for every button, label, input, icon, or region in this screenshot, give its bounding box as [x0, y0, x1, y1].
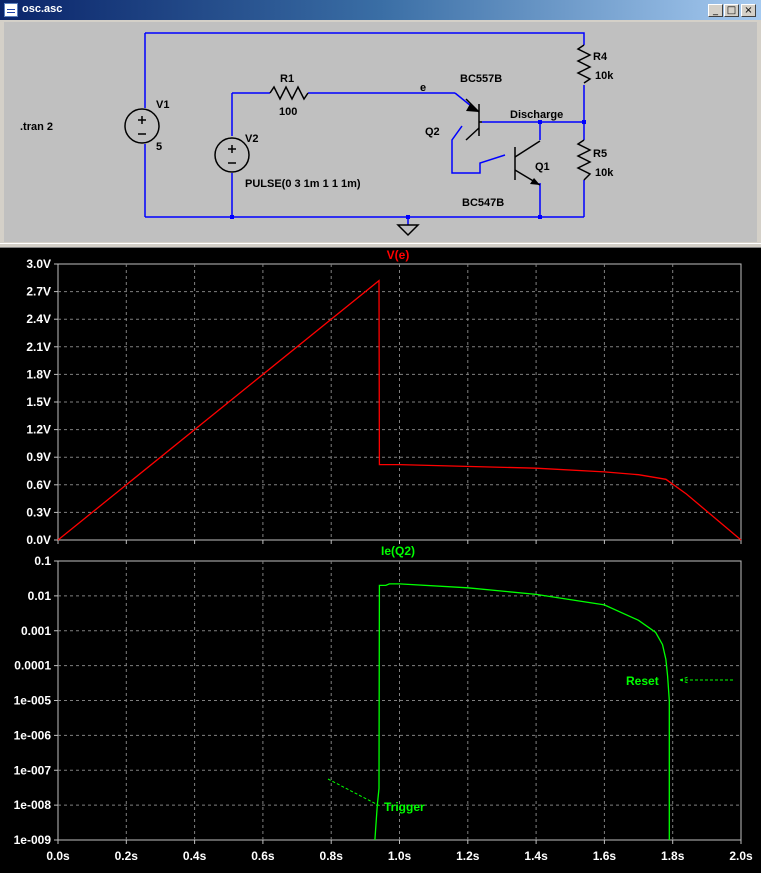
components — [124, 44, 592, 237]
plot2-data-point — [669, 839, 670, 840]
window-title: osc.asc — [22, 3, 63, 15]
v1-value[interactable]: 5 — [156, 141, 162, 153]
plot2-data-point — [374, 839, 375, 840]
plot1-y-tick-label: 0.0V — [26, 533, 51, 547]
discharge-label[interactable]: Discharge — [510, 109, 563, 121]
trigger-label: Trigger — [384, 800, 425, 814]
minimize-button[interactable]: _ — [708, 4, 723, 17]
plot1-data-point — [378, 280, 379, 281]
plot1-title[interactable]: V(e) — [387, 248, 410, 262]
plot2-y-tick-label: 0.001 — [21, 624, 51, 638]
schematic-svg: .tran 2 V1 5 V2 PULSE(0 3 1m 1 1 1m) R1 … — [20, 32, 614, 237]
wires — [144, 32, 585, 225]
waveform-svg: 0.0V 0.3V 0.6V 0.9V 1.2V 1.5V 1.8V 2.1V 2.4V 2.7V… — [14, 248, 753, 863]
trigger-annotation: Trigger — [327, 778, 425, 814]
plot1-data-point — [686, 493, 687, 494]
arrowheads — [466, 104, 540, 185]
plot2-data-point — [467, 587, 468, 588]
plot1-y-tick-label: 2.4V — [26, 312, 51, 326]
plot1-y-tick-label: 1.2V — [26, 423, 51, 437]
plot1-data-point — [399, 464, 400, 465]
x-tick-label: 0.6s — [251, 849, 275, 863]
plot2-data-point — [385, 585, 386, 586]
r5-label[interactable]: R5 — [593, 148, 607, 160]
pane-splitter[interactable] — [0, 243, 761, 248]
r5-value[interactable]: 10k — [595, 167, 614, 179]
plot2-y-tick-label: 0.1 — [34, 554, 51, 568]
plot2-y-tick-label: 1e-009 — [14, 833, 52, 847]
x-tick-label: 0.2s — [115, 849, 139, 863]
plot1-data-point — [57, 539, 58, 540]
v1-label[interactable]: V1 — [156, 99, 169, 111]
plot2-title[interactable]: Ie(Q2) — [381, 544, 415, 558]
plot2-data-point — [665, 659, 666, 660]
reset-label: Reset — [626, 674, 659, 688]
x-tick-label: 0.4s — [183, 849, 207, 863]
plot2-data-point — [389, 583, 390, 584]
plot1-y-tick-label: 1.8V — [26, 367, 51, 381]
plot1-data-point — [379, 464, 380, 465]
r4-label[interactable]: R4 — [593, 51, 608, 63]
plot2-y-tick-label: 0.0001 — [14, 659, 51, 673]
schematic-canvas[interactable]: .tran 2 V1 5 V2 PULSE(0 3 1m 1 1 1m) R1 … — [4, 22, 757, 242]
q2-model[interactable]: BC557B — [460, 73, 502, 85]
plot2-trace-ieq2[interactable] — [374, 583, 670, 841]
plot1-data-point — [604, 471, 605, 472]
plot2-y-tick-label: 1e-006 — [14, 728, 52, 742]
plot1-trace-ve[interactable] — [57, 279, 742, 541]
maximize-button[interactable]: □ — [724, 4, 739, 17]
net-e-label[interactable]: e — [420, 82, 426, 94]
window-titlebar[interactable]: osc.asc _ □ × — [0, 0, 761, 20]
plot1-data-point — [536, 468, 537, 469]
plot2-data-point — [378, 788, 379, 789]
schematic-file-icon — [4, 3, 18, 17]
q1-model[interactable]: BC547B — [462, 197, 504, 209]
plot2-data-point — [655, 632, 656, 633]
plot1-y-tick-label: 3.0V — [26, 257, 51, 271]
plot2-data-point — [536, 594, 537, 595]
plot1-y-tick-label: 0.6V — [26, 478, 51, 492]
x-tick-label: 0.8s — [320, 849, 344, 863]
q1-label[interactable]: Q1 — [535, 161, 550, 173]
r1-value[interactable]: 100 — [279, 106, 297, 118]
x-tick-label: 1.6s — [593, 849, 617, 863]
plot1-data-point — [740, 539, 741, 540]
v2-value[interactable]: PULSE(0 3 1m 1 1 1m) — [245, 178, 361, 190]
plot2-data-point — [638, 620, 639, 621]
plot2-y-tick-label: 1e-008 — [14, 798, 52, 812]
plot2-data-point — [667, 676, 668, 677]
plot2-data-point — [399, 583, 400, 584]
plot2-data-point — [604, 604, 605, 605]
waveform-viewer[interactable]: 0.0V 0.3V 0.6V 0.9V 1.2V 1.5V 1.8V 2.1V 2.4V 2.7V… — [0, 248, 761, 873]
plot1-data-point — [228, 401, 229, 402]
reset-annotation: Reset — [626, 674, 733, 688]
plot1-y-tick-label: 2.7V — [26, 285, 51, 299]
close-button[interactable]: × — [741, 4, 756, 17]
plot2-data-point — [379, 585, 380, 586]
plot1-y-tick-label: 0.3V — [26, 505, 51, 519]
r4-value[interactable]: 10k — [595, 70, 614, 82]
plot1-data-point — [638, 474, 639, 475]
x-tick-label: 1.2s — [456, 849, 480, 863]
junctions — [230, 120, 586, 219]
x-tick-label: 1.4s — [524, 849, 548, 863]
plot2-y-tick-label: 1e-007 — [14, 763, 52, 777]
plot1-y-tick-label: 1.5V — [26, 395, 51, 409]
r1-label[interactable]: R1 — [280, 73, 294, 85]
plot2-y-tick-label: 1e-005 — [14, 694, 52, 708]
q2-label[interactable]: Q2 — [425, 126, 440, 138]
plot2-data-point — [662, 644, 663, 645]
plot1-y-tick-label: 0.9V — [26, 450, 51, 464]
plot1-data-point — [665, 479, 666, 480]
v2-label[interactable]: V2 — [245, 133, 258, 145]
plot2-y-tick-label: 0.01 — [28, 589, 52, 603]
plot2-data-point — [669, 700, 670, 701]
tran-directive[interactable]: .tran 2 — [20, 121, 53, 133]
x-tick-label: 2.0s — [729, 849, 753, 863]
plot1-y-tick-label: 2.1V — [26, 340, 51, 354]
x-tick-label: 0.0s — [46, 849, 70, 863]
x-tick-label: 1.8s — [661, 849, 685, 863]
x-tick-label: 1.0s — [388, 849, 412, 863]
